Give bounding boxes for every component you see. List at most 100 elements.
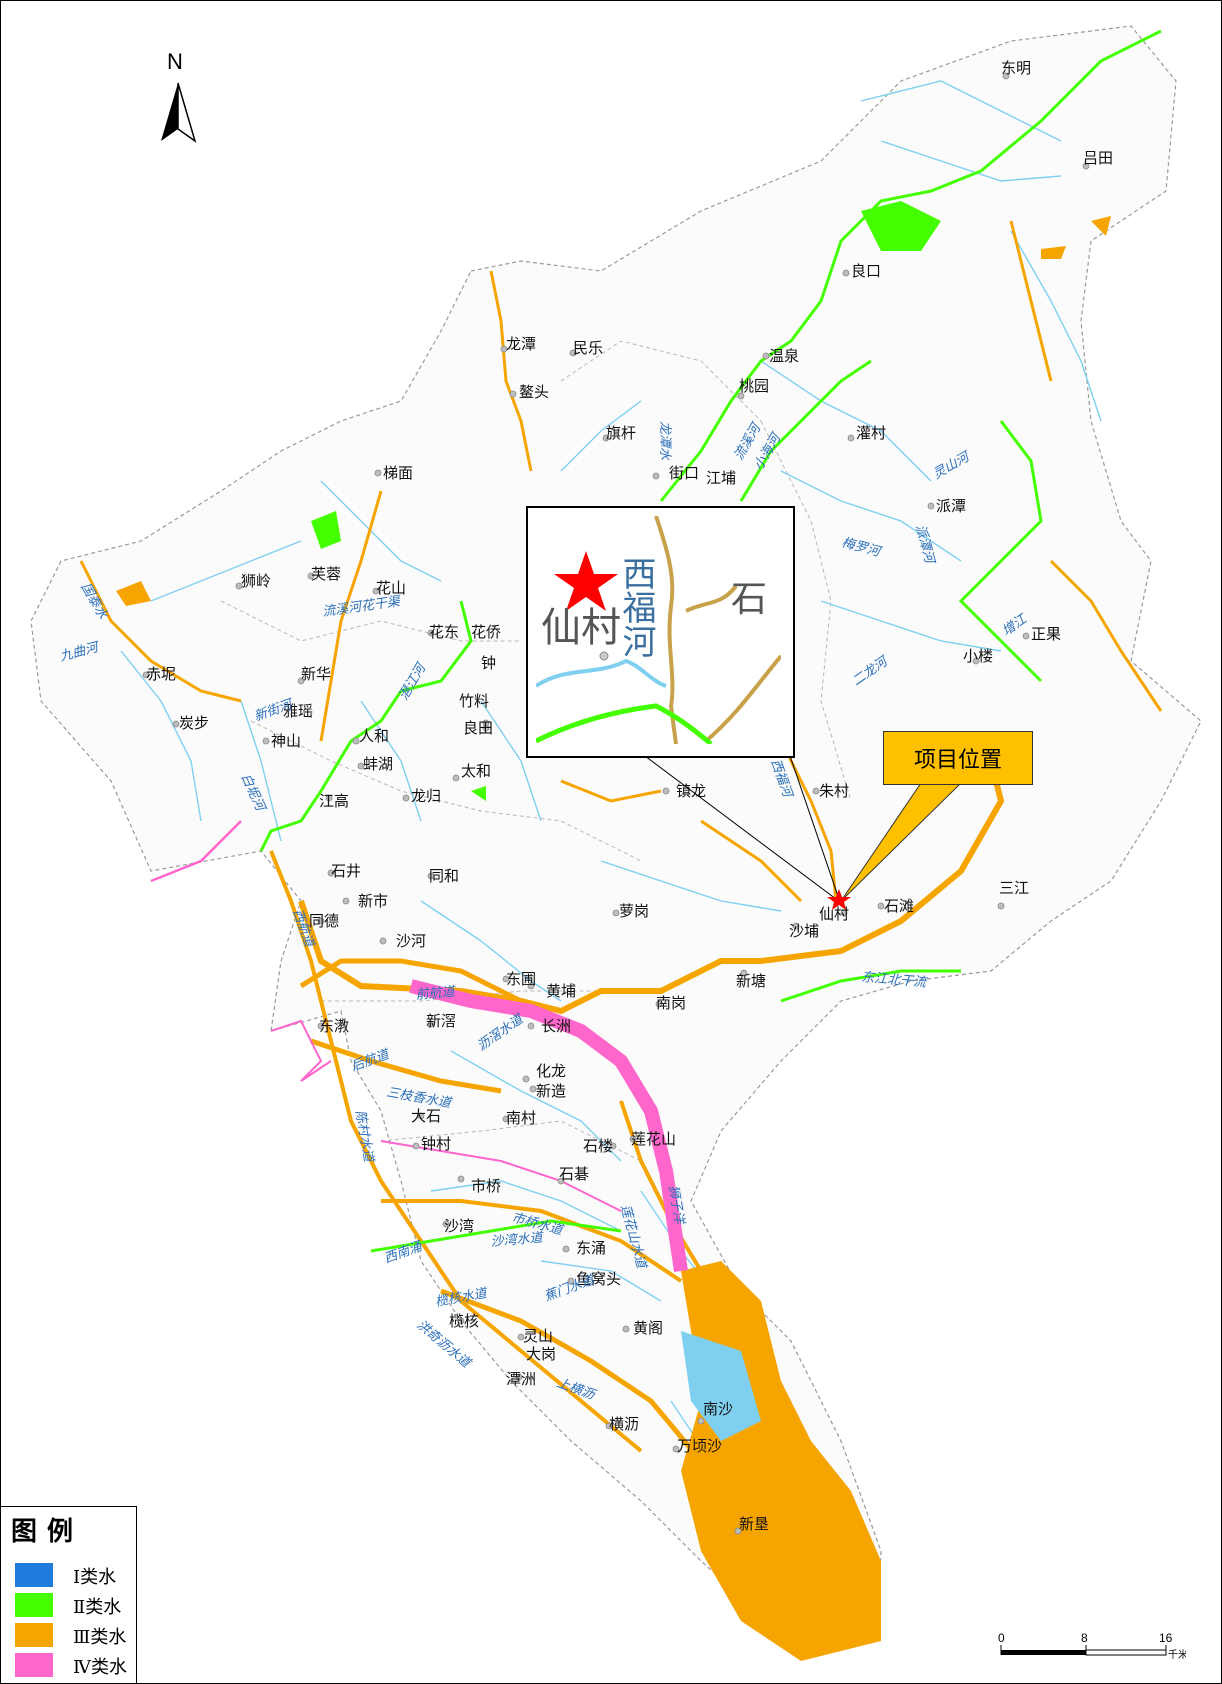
river-donghebei: 东江北干流 — [861, 970, 929, 991]
place-xinhua: 新华 — [301, 665, 331, 683]
place-yuwotou: 鱼窝头 — [576, 1270, 621, 1288]
place-dagang: 大岗 — [526, 1345, 556, 1363]
place-banghu: 蚌湖 — [363, 755, 393, 773]
place-shiling: 狮岭 — [241, 572, 271, 590]
place-longgui: 龙归 — [411, 787, 441, 805]
river-xinan: 西南涌 — [382, 1239, 426, 1267]
green-lake-2 — [311, 511, 341, 549]
river-longshui: 龙潭水 — [657, 421, 672, 461]
river-shizi: 狮子洋 — [665, 1184, 687, 1227]
place-jiangpu: 江埔 — [706, 469, 736, 487]
place-yayao: 雅瑶 — [283, 702, 313, 720]
place-liangtian: 良田 — [463, 719, 493, 737]
class4-channel — [409, 979, 688, 1273]
inset-star — [554, 551, 618, 611]
place-lianhuashan: 莲花山 — [631, 1130, 676, 1148]
legend-item: Ⅲ类水 — [11, 1619, 136, 1649]
north-arrow-outline — [177, 82, 197, 143]
place-huangpu: 黄埔 — [546, 982, 576, 1000]
place-luogang: 萝岗 — [619, 902, 649, 920]
place-dongjiao: 东漖 — [319, 1017, 349, 1035]
place-nangang: 南岗 — [656, 994, 686, 1012]
place-changzhou: 长洲 — [541, 1017, 571, 1035]
legend-swatch-class1 — [15, 1563, 53, 1587]
front-channel — [299, 958, 523, 1004]
place-jianggao: 江高 — [319, 792, 349, 810]
scale-tick-0: 0 — [998, 1631, 1005, 1645]
place-shenshan: 神山 — [271, 732, 301, 750]
place-hengli: 横沥 — [609, 1415, 639, 1433]
green-lake-3 — [471, 786, 486, 801]
place-taoyuan: 桃园 — [739, 377, 769, 395]
place-liangkou: 良口 — [851, 262, 881, 280]
south-channel — [440, 1288, 703, 1463]
class4-south — [380, 1140, 622, 1212]
place-nancun: 南村 — [506, 1109, 536, 1127]
legend-swatch-class4 — [15, 1653, 53, 1677]
place-xintang: 新塘 — [736, 972, 766, 990]
place-tonghe: 同和 — [429, 867, 459, 885]
place-zhongcun: 钟村 — [421, 1135, 451, 1153]
place-qigan: 旗杆 — [606, 424, 636, 442]
place-tongde: 同德 — [309, 912, 339, 930]
place-shiqiao: 市桥 — [471, 1177, 501, 1195]
place-wanqingsha: 万顷沙 — [677, 1437, 722, 1455]
place-taihe: 太和 — [461, 762, 491, 780]
place-jiekou: 街口 — [669, 464, 699, 482]
project-location-callout: 项目位置 — [883, 731, 1033, 785]
place-guancun: 灌村 — [856, 424, 886, 442]
scale-tick-8: 8 — [1081, 1631, 1088, 1645]
place-dongyong: 东涌 — [576, 1239, 606, 1257]
orange-lake — [1091, 216, 1111, 236]
river-shijiao: 沙湾水道 — [490, 1229, 545, 1250]
nansha-water — [681, 1331, 761, 1441]
place-chini: 赤坭 — [146, 665, 176, 683]
place-dongpu: 东圃 — [506, 970, 536, 988]
place-shijing: 石井 — [331, 862, 361, 880]
inset-partial-label: 石 — [731, 579, 767, 620]
orange-lake-2 — [1041, 246, 1066, 259]
lianhuashan-channel — [619, 1100, 703, 1273]
class2-rivers — [259, 29, 1162, 1253]
place-lingshan: 灵山 — [523, 1327, 553, 1345]
legend-swatch-class2 — [15, 1593, 53, 1617]
river-qianhang: 前航道 — [415, 983, 457, 1003]
place-huadong: 花东 — [429, 623, 459, 641]
inset-river-label: 西福河 — [616, 556, 656, 658]
place-shahe: 沙河 — [396, 932, 426, 950]
scale-tick-16: 16 — [1159, 1631, 1173, 1645]
inset-place-label: 仙村 — [541, 605, 621, 651]
region-boundary — [30, 25, 1202, 1652]
place-dongming: 东明 — [1001, 59, 1031, 77]
place-xiancun: 仙村 — [819, 905, 849, 923]
place-shawan: 沙湾 — [444, 1217, 474, 1235]
place-hualong: 化龙 — [536, 1062, 566, 1080]
place-furong: 芙蓉 — [311, 565, 341, 583]
mid-channel — [381, 1199, 683, 1283]
legend-label: Ⅱ类水 — [73, 1597, 122, 1618]
legend-item: Ⅰ类水 — [11, 1559, 136, 1589]
legend-swatch-class3 — [15, 1623, 53, 1647]
place-dashi: 大石 — [411, 1107, 441, 1125]
place-paitan: 派潭 — [936, 497, 966, 515]
place-huashan: 花山 — [376, 579, 406, 597]
place-huaqiao: 花侨 — [471, 623, 501, 641]
main-river-system — [298, 760, 1005, 1015]
legend-title: 图例 — [11, 1517, 84, 1547]
place-longtan: 龙潭 — [506, 335, 536, 353]
place-xinzao: 新造 — [536, 1082, 566, 1100]
place-shilou: 石楼 — [583, 1137, 613, 1155]
place-tanbu: 炭步 — [179, 714, 209, 732]
place-nansha: 南沙 — [703, 1400, 733, 1418]
estuary-water — [681, 1261, 881, 1661]
place-lanhe: 榄核 — [449, 1312, 479, 1330]
inset-leader-1 — [640, 752, 837, 900]
place-markers — [142, 72, 1090, 1535]
rear-channel — [310, 1038, 502, 1094]
project-location-star — [827, 889, 851, 910]
north-arrow-icon — [161, 83, 178, 141]
place-xiaolou: 小楼 — [963, 647, 993, 665]
scale-bar: 0 8 16 千米 — [998, 1631, 1186, 1661]
green-lake — [861, 201, 941, 251]
